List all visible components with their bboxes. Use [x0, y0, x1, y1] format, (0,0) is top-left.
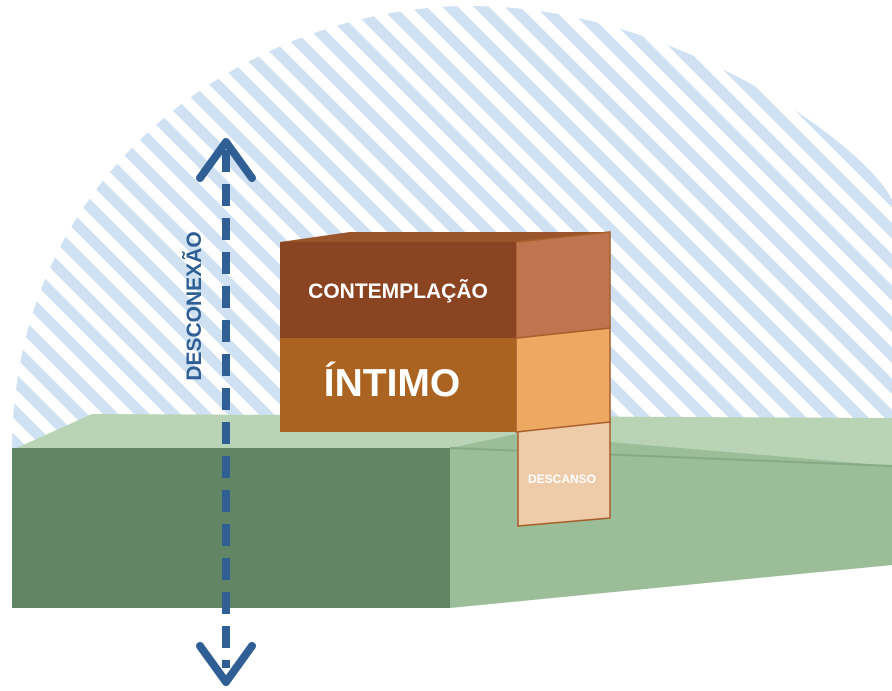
- arrow-head-up-icon: [196, 138, 256, 182]
- contemplacao-block-side: [515, 231, 611, 339]
- intimo-block-side: [515, 327, 611, 433]
- intimo-block-front: [280, 337, 516, 432]
- desconexao-label: DESCONEXÃO: [183, 231, 206, 380]
- contemplacao-label: CONTEMPLAÇÃO: [308, 280, 488, 303]
- terrain-front-face: [12, 448, 450, 608]
- arrow-head-down-icon: [196, 642, 256, 686]
- intimo-label: ÍNTIMO: [324, 361, 460, 405]
- contemplacao-block-top: [280, 232, 610, 242]
- descanso-label: DESCANSO: [528, 472, 596, 486]
- contemplacao-block-front: [280, 242, 516, 338]
